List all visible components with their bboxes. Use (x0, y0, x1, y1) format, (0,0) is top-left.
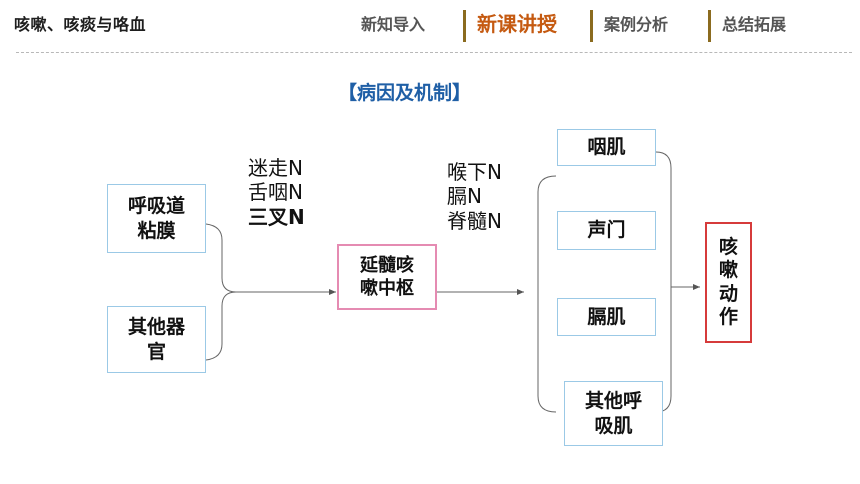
nerve-spinal: 脊髓N (447, 208, 502, 233)
input-other-organs: 其他器 官 (107, 306, 206, 373)
header-divider (16, 52, 852, 53)
nav-tab-summary[interactable]: 总结拓展 (722, 15, 787, 34)
nav-separator (708, 10, 711, 42)
nerve-phrenic: 膈N (447, 184, 482, 209)
nerve-glossopharyngeal: 舌咽N (248, 180, 303, 205)
effector-diaphragm: 膈肌 (557, 298, 656, 336)
course-title: 咳嗽、咳痰与咯血 (14, 15, 147, 34)
efferent-nerves: 喉下N 膈N 脊髓N (447, 160, 502, 233)
nav-tab-case-analysis[interactable]: 案例分析 (604, 15, 669, 34)
effector-pharyngeal-muscle: 咽肌 (557, 129, 656, 166)
nav-separator (463, 10, 466, 42)
afferent-nerves: 迷走N 舌咽N 三叉N (248, 156, 305, 229)
medulla-cough-center: 延髓咳 嗽中枢 (337, 244, 437, 310)
cough-action-result: 咳 嗽 动 作 (705, 222, 752, 343)
effector-glottis: 声门 (557, 211, 656, 250)
input-respiratory-mucosa: 呼吸道 粘膜 (107, 184, 206, 253)
effector-other-respiratory-muscles: 其他呼 吸肌 (564, 381, 663, 446)
section-title: 【病因及机制】 (338, 82, 472, 104)
nav-separator (590, 10, 593, 42)
nerve-vagus: 迷走N (248, 156, 303, 180)
nav-tab-lecture[interactable]: 新课讲授 (477, 12, 557, 36)
nerve-inferior-laryngeal: 喉下N (447, 160, 502, 184)
nav-tab-intro[interactable]: 新知导入 (361, 15, 426, 34)
nerve-trigeminal: 三叉N (248, 204, 305, 229)
